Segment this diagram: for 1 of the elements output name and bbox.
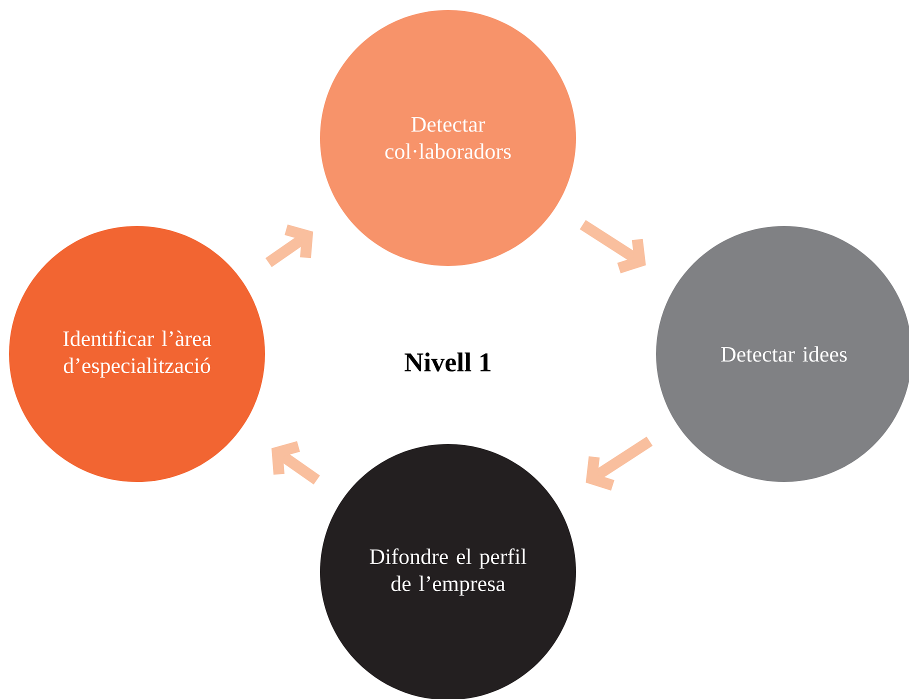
- title: Nivell 1: [404, 352, 490, 372]
